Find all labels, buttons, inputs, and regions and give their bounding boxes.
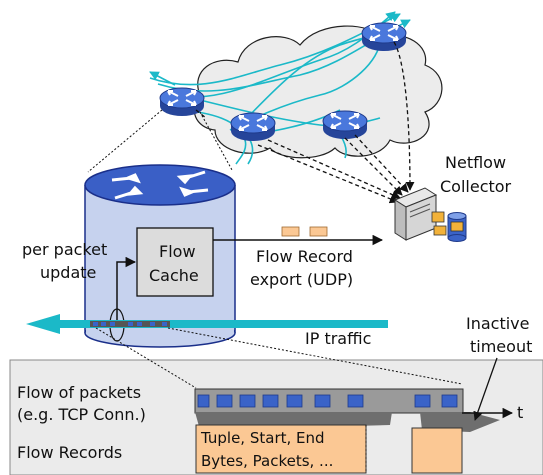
ip-traffic-label: IP traffic [305,329,371,348]
record-label-1: Tuple, Start, End [200,429,325,447]
record-label-2: Bytes, Packets, ... [201,452,333,470]
ip-traffic-arrow [26,314,388,334]
zoom-lines [87,109,233,173]
router-icon [361,22,407,52]
router-icon [322,110,368,140]
time-axis-label: t [517,403,523,422]
inactive-label-1: Inactive [466,314,530,333]
flow-cache-label-1: Flow [159,242,196,261]
server-icon [393,187,447,241]
flow-packets-label-1: Flow of packets [17,383,141,402]
export-label-2: export (UDP) [250,270,353,289]
export-record-icon [281,226,300,237]
flow-cache-label-2: Cache [149,266,199,285]
export-arrows [195,41,415,204]
database-icon [447,212,467,242]
collector-label-2: Collector [440,177,512,196]
inactive-arrow [473,357,498,421]
flow-packets-label-2: (e.g. TCP Conn.) [17,405,146,424]
collector-label-1: Netflow [445,153,506,172]
flow-cache-box [136,227,214,297]
per-packet-label-2: update [40,263,96,282]
zoom-lines-bottom [95,327,463,389]
router-icon [230,112,276,142]
flow-records-label: Flow Records [17,443,122,462]
flow-record-box [411,427,463,474]
update-arrow [116,256,137,322]
export-record-icon [309,226,328,237]
export-label-1: Flow Record [256,247,353,266]
flow-record-box [195,424,367,474]
packet-timeline [194,388,464,414]
inactive-label-2: timeout [470,337,532,356]
per-packet-label-1: per packet [22,240,107,259]
